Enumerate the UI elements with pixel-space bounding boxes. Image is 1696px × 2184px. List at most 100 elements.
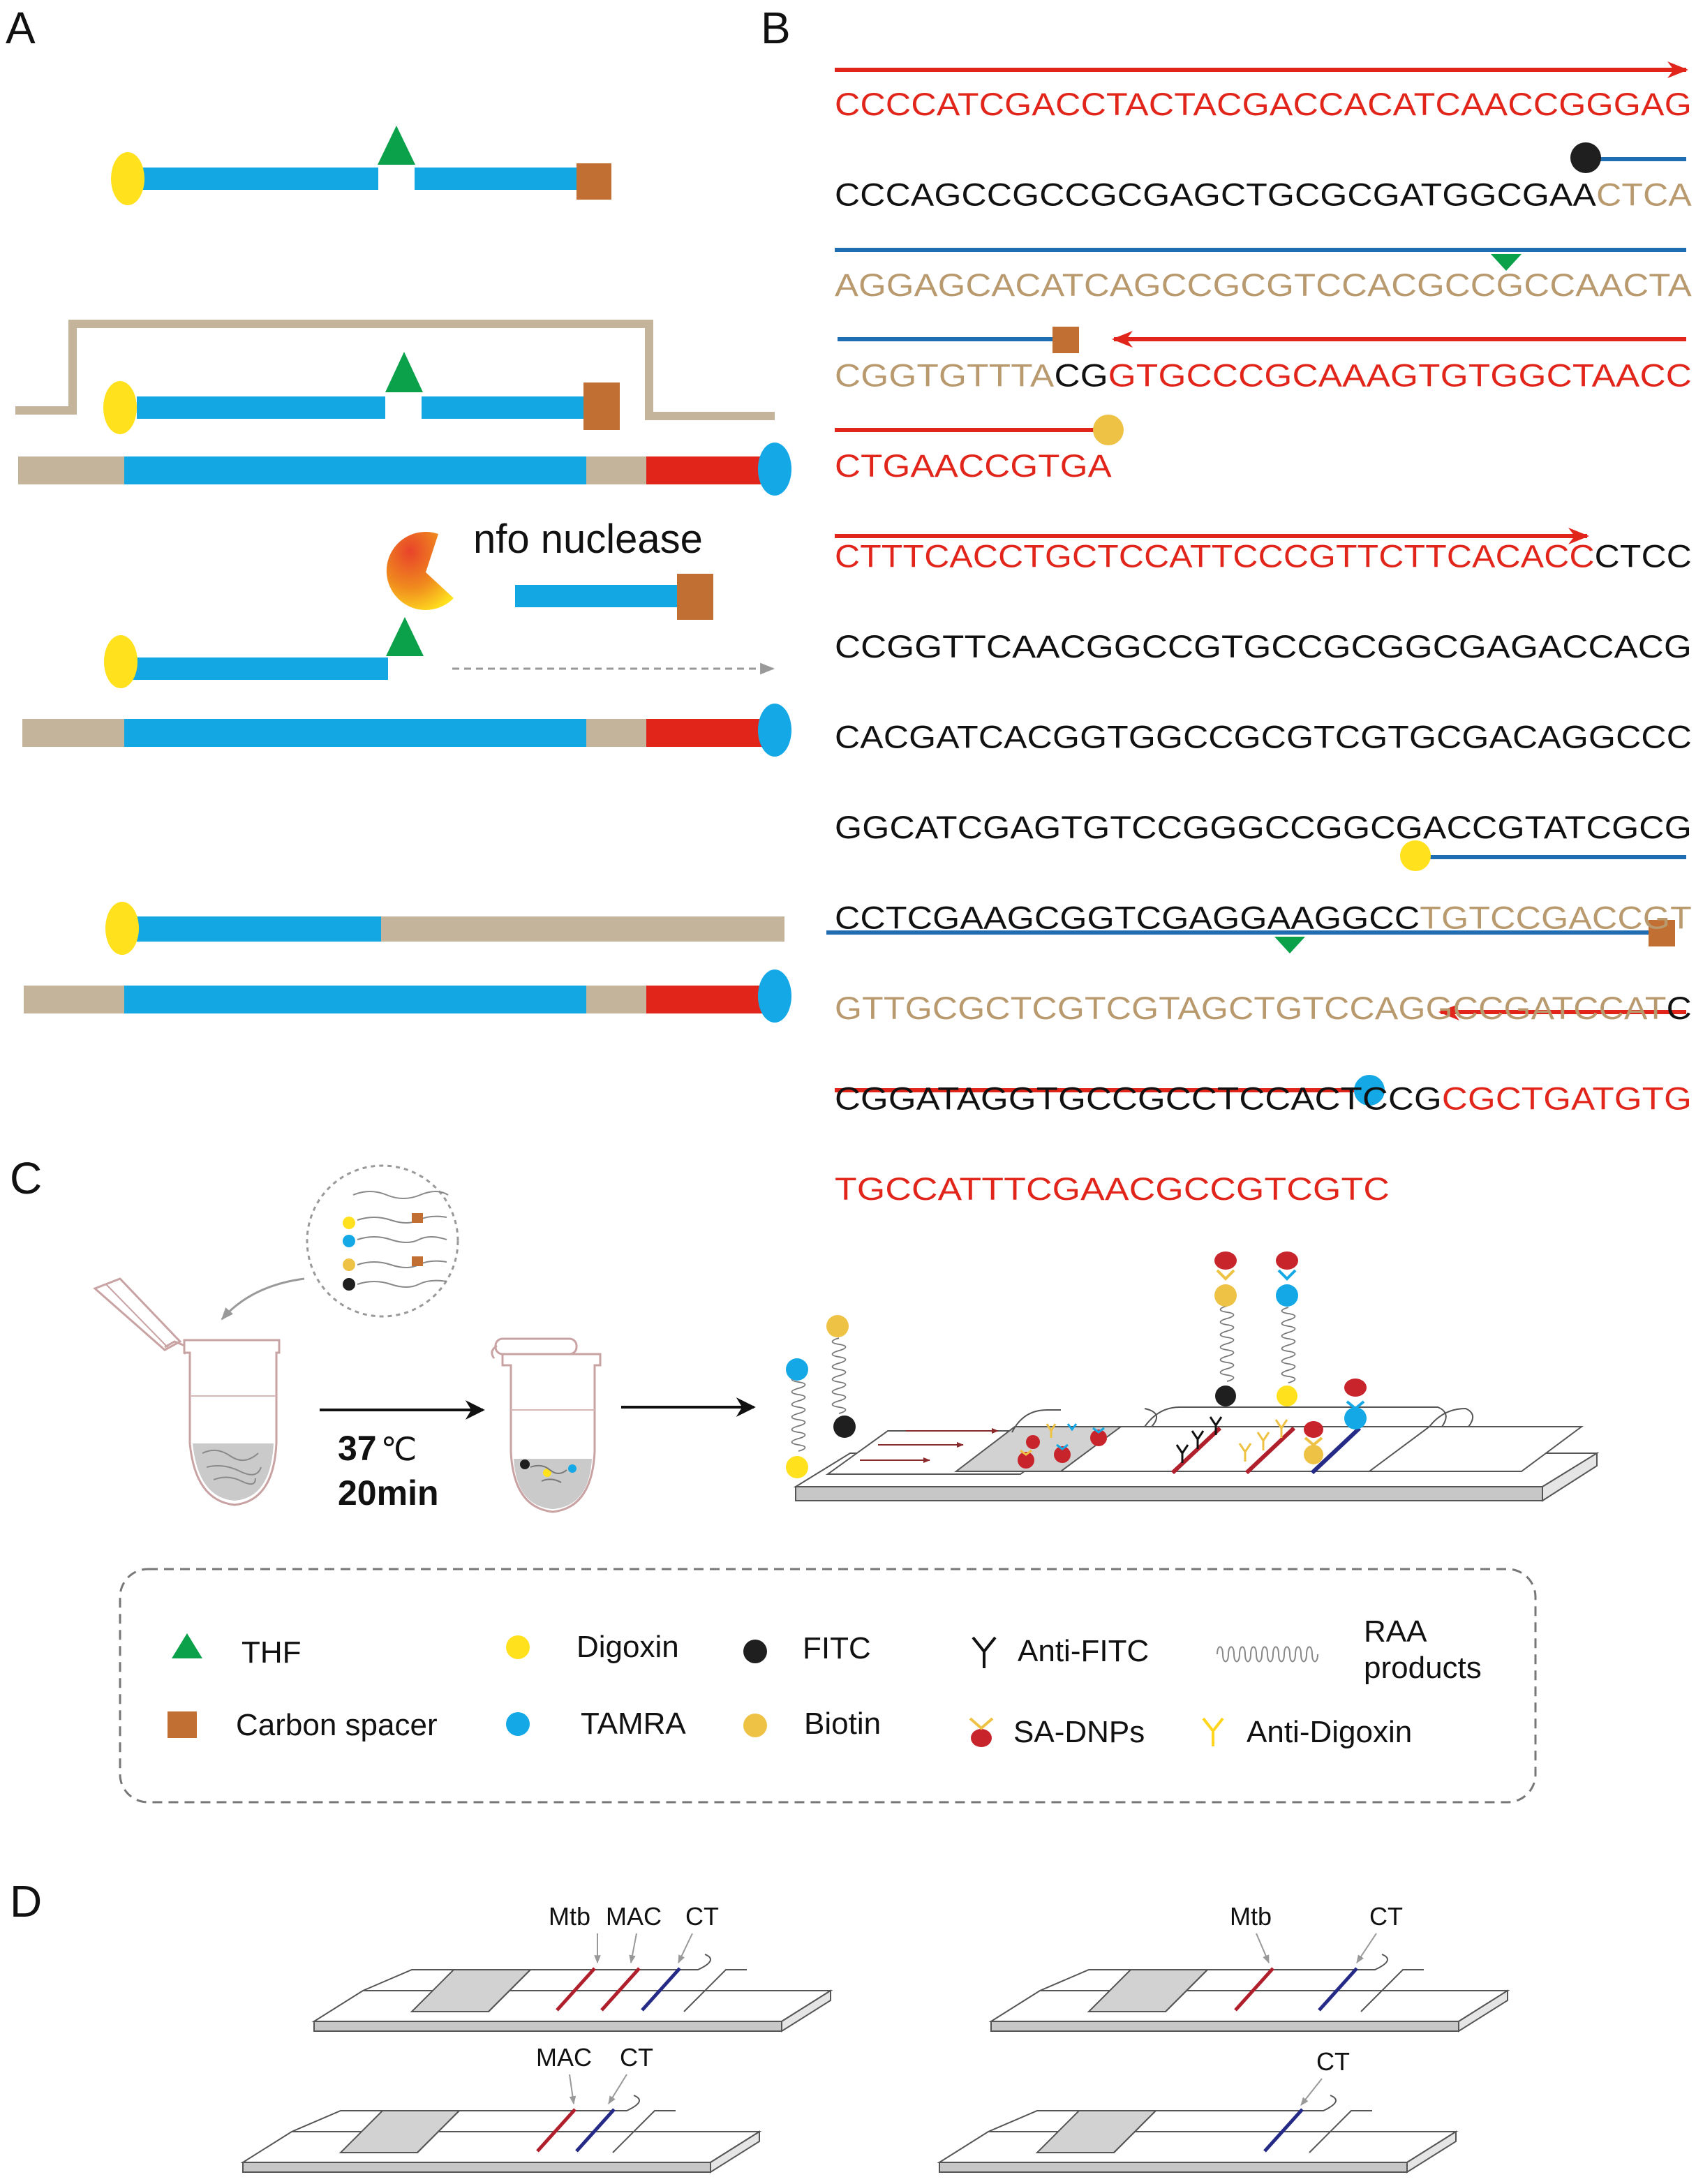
control-line xyxy=(641,1967,681,2012)
fitc-dot-icon xyxy=(520,1459,530,1469)
mtb-test-line xyxy=(556,1967,596,2012)
legend-anti-fitc-label: Anti-FITC xyxy=(1018,1634,1149,1668)
digoxin-dot-icon xyxy=(543,1469,551,1477)
digoxin-dot-icon xyxy=(786,1456,808,1478)
sequence-segment: CGCTGATGTG xyxy=(1442,1081,1692,1117)
sequence-segment: CTGAACCGTGA xyxy=(835,448,1112,484)
sequence-block: CCCCATCGACCTACTACGACCACATCAACCGGGAGCCCAG… xyxy=(835,87,1692,1207)
membrane-edge xyxy=(488,1954,747,2012)
panel-a: nfo nuclease xyxy=(15,126,791,1023)
legend-biotin-label: Biotin xyxy=(804,1707,881,1741)
legend-raa-products-icon xyxy=(1217,1646,1318,1663)
digoxin-dot-icon xyxy=(1277,1386,1297,1406)
sequence-segment: CG xyxy=(1054,358,1108,394)
legend-carbon-spacer-icon xyxy=(168,1711,197,1738)
probe-binding xyxy=(15,320,791,496)
tamra-dot-icon xyxy=(1354,1075,1385,1106)
sa-dnp-icon xyxy=(1090,1429,1107,1446)
anti-tamra-icon xyxy=(1346,1400,1365,1411)
sa-dnp-icon xyxy=(1304,1421,1323,1438)
sa-icon xyxy=(1020,1449,1032,1456)
extension-product xyxy=(24,902,791,1023)
sa-icon xyxy=(1092,1427,1105,1434)
label-arrow xyxy=(1356,1933,1377,1963)
biotin-dot-icon xyxy=(1304,1445,1323,1464)
absorbent-fold xyxy=(1429,1407,1473,1427)
control-line xyxy=(1310,1426,1362,1475)
strip4-label-ct: CT xyxy=(1316,2047,1350,2076)
thf-triangle-icon xyxy=(385,352,423,392)
label-arrow xyxy=(569,2074,577,2105)
carbon-spacer-square-icon xyxy=(677,574,713,620)
raa-product-coil xyxy=(1281,1306,1296,1384)
probe-strand xyxy=(357,1236,447,1243)
reaction-tube-open xyxy=(93,1277,281,1506)
sa-icon xyxy=(1216,1269,1235,1281)
anti-digoxin-icon xyxy=(1256,1432,1270,1450)
sequence-line: CCCCATCGACCTACTACGACCACATCAACCGGGAG xyxy=(835,87,1692,122)
legend-raa-label-line1: RAA xyxy=(1364,1614,1427,1649)
strip-end xyxy=(1406,2130,1457,2174)
pad-edge xyxy=(291,2110,382,2132)
sequence-segment: CCTCGAAGCGGTCGAGGAAGGCC xyxy=(835,900,1420,936)
biotin-dot-icon xyxy=(1093,415,1124,445)
anti-digoxin-icon xyxy=(1046,1423,1057,1438)
legend-anti-digoxin-label: Anti-Digoxin xyxy=(1247,1715,1412,1749)
panel-label-a: A xyxy=(6,3,36,53)
strip-side xyxy=(313,2021,782,2032)
target-strand-segment xyxy=(124,456,586,484)
target-strand-segment xyxy=(586,719,646,747)
thf-triangle-icon xyxy=(386,617,424,656)
tamra-dot-icon xyxy=(568,1464,577,1473)
label-arrow xyxy=(608,2074,627,2105)
sequence-segment: C xyxy=(1667,990,1692,1026)
sequence-segment: CTTTCACCTGCTCCATTCCCGTTCTTCACACC xyxy=(835,539,1595,574)
carbon-spacer-square-icon xyxy=(1649,920,1675,946)
target-strand-segment xyxy=(586,986,646,1013)
sequence-line: CACGATCACGGTGGCCGCGTCGTGCGACAGGCCC xyxy=(835,720,1692,755)
legend-anti-fitc-icon xyxy=(972,1636,997,1668)
sequence-segment: AGGAGCACATCAGCCGCGTCCACGCCGCCAACTA xyxy=(835,267,1692,303)
panel-label-d: D xyxy=(10,1876,42,1926)
strip3-label-ct: CT xyxy=(620,2043,653,2072)
digoxin-ellipse-icon xyxy=(104,635,137,688)
strip-side xyxy=(242,2162,711,2173)
thf-marker-icon xyxy=(1491,254,1522,271)
legend: THF Carbon spacer Digoxin TAMRA FITC Bio… xyxy=(119,1568,1537,1804)
lateral-flow-strip xyxy=(786,1251,1600,1502)
legend-carbon-spacer-label: Carbon spacer xyxy=(236,1708,438,1742)
legend-sa-dnp-icon xyxy=(971,1729,992,1747)
fitc-dot-icon xyxy=(1570,142,1601,173)
sequence-segment: CGGTGTTTA xyxy=(835,358,1054,394)
fitc-dot-icon xyxy=(1215,1386,1236,1406)
probe-segment xyxy=(137,396,385,419)
inset-to-tube-arrow xyxy=(221,1277,305,1321)
carbon-spacer-square-icon xyxy=(412,1213,423,1223)
reaction-temperature: 37℃ xyxy=(338,1429,417,1468)
mac-test-line xyxy=(536,2108,577,2153)
tamra-dot-icon xyxy=(786,1358,808,1381)
free-raa-products xyxy=(786,1315,856,1478)
strip3-label-mac: MAC xyxy=(536,2043,592,2072)
probe-strand xyxy=(352,1191,449,1199)
target-strand-segment xyxy=(646,719,764,747)
inset-probes xyxy=(343,1191,449,1291)
cleaved-probe-fragment xyxy=(515,585,681,607)
tube-contents xyxy=(202,1449,262,1485)
strip1-label-mtb: Mtb xyxy=(549,1902,590,1931)
legend-tamra-label: TAMRA xyxy=(581,1707,686,1741)
carbon-spacer-square-icon xyxy=(412,1256,423,1266)
result-strip-4: CT xyxy=(937,2047,1459,2174)
reaction-tube-closed xyxy=(491,1337,602,1513)
strip-side xyxy=(939,2162,1408,2173)
sequence-segment: CTCC xyxy=(1595,539,1692,574)
probe-strand xyxy=(357,1279,447,1288)
panel-c: 37℃ 20min xyxy=(93,1164,1600,1804)
sequence-line: CTGAACCGTGA xyxy=(835,448,1112,484)
absorbent-pad xyxy=(1367,1426,1584,1472)
anti-tamra-icon xyxy=(1277,1269,1297,1281)
fitc-dot-icon xyxy=(343,1278,355,1291)
sequence-line: CCGGTTCAACGGCCGTGCCGCGGCGAGACCACG xyxy=(835,629,1692,664)
biotin-dot-icon xyxy=(826,1315,849,1337)
